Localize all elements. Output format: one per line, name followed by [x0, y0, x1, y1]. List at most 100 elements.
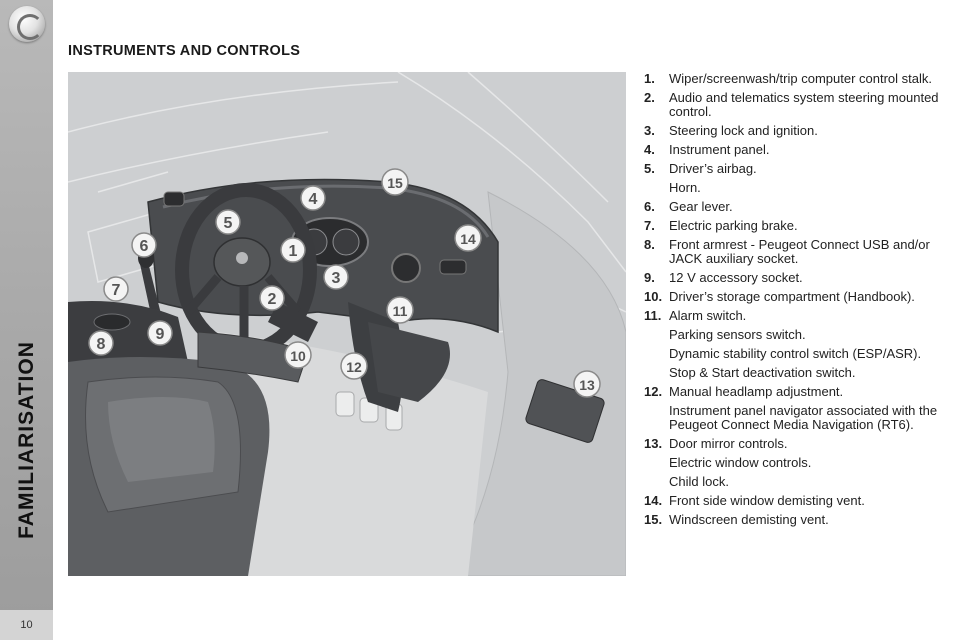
legend-text: Dynamic stability control switch (ESP/AS…	[669, 346, 922, 361]
callout-6-label: 6	[140, 238, 149, 255]
seat-texture	[108, 397, 215, 482]
callout-1-label: 1	[289, 243, 298, 260]
legend-text: Horn.	[669, 180, 701, 195]
legend-text: Manual headlamp adjustment.	[669, 384, 844, 399]
callout-5-label: 5	[224, 215, 233, 232]
page-title: INSTRUMENTS AND CONTROLS	[68, 43, 301, 59]
callout-4-label: 4	[309, 191, 318, 208]
legend-text: Electric parking brake.	[669, 218, 798, 233]
callout-11-label: 11	[393, 303, 408, 319]
section-label: FAMILIARISATION	[14, 341, 38, 539]
legend-item: 1. Wiper/screenwash/trip computer contro…	[644, 72, 944, 86]
legend-number: 6.	[644, 199, 655, 214]
legend-number: 14.	[644, 493, 663, 508]
legend-text: Parking sensors switch.	[669, 327, 806, 342]
callout-14-label: 14	[460, 231, 476, 247]
console-lower	[368, 322, 450, 402]
legend-text: Door mirror controls.	[669, 436, 788, 451]
callout-2: 2	[259, 285, 285, 311]
callout-10: 10	[284, 341, 312, 369]
legend-number: 11.	[644, 308, 662, 323]
legend-item: 9. 12 V accessory socket.	[644, 271, 944, 285]
legend-text: Windscreen demisting vent.	[669, 512, 829, 527]
legend-number: 4.	[644, 142, 655, 157]
legend-text: Stop & Start deactivation switch.	[669, 365, 856, 380]
callout-15-label: 15	[387, 175, 403, 191]
legend-number: 1.	[644, 71, 655, 86]
callout-7-label: 7	[112, 282, 121, 299]
legend-text: Front side window demisting vent.	[669, 493, 865, 508]
peugeot-badge-icon	[236, 252, 248, 264]
callout-2-label: 2	[268, 291, 277, 308]
cockpit-illustration: 1 2 3 4 5 6 7 8	[68, 72, 626, 576]
legend-text: Alarm switch.	[669, 308, 747, 323]
legend-number: 9.	[644, 270, 655, 285]
callout-10-label: 10	[290, 348, 306, 364]
legend-item: 15. Windscreen demisting vent.	[644, 513, 944, 527]
callout-4: 4	[300, 185, 326, 211]
gauge-right	[332, 228, 360, 256]
legend-text: Child lock.	[669, 474, 729, 489]
callout-12-label: 12	[346, 359, 362, 375]
callout-8-label: 8	[97, 336, 106, 353]
pedal-left	[335, 391, 355, 417]
legend-number: 3.	[644, 123, 655, 138]
storage-compartment	[197, 331, 309, 383]
legend-number: 12.	[644, 384, 663, 399]
callout-9: 9	[147, 320, 173, 346]
legend-number: 2.	[644, 90, 655, 105]
legend-number: 15.	[644, 512, 663, 527]
legend-item: 4. Instrument panel.	[644, 143, 944, 157]
cockpit-drawing: 1 2 3 4 5 6 7 8	[68, 72, 626, 576]
gear-lever	[140, 262, 163, 324]
right-air-vent	[391, 253, 421, 283]
callout-12: 12	[340, 352, 368, 380]
callout-8: 8	[88, 330, 114, 356]
legend-text: Electric window controls.	[669, 455, 812, 470]
legend-number: 13.	[644, 436, 663, 451]
callout-15: 15	[381, 168, 409, 196]
callout-7: 7	[103, 276, 129, 302]
legend-text: Driver’s airbag.	[669, 161, 757, 176]
legend-item: 11. Alarm switch. Parking sensors switch…	[644, 309, 944, 380]
cup-holder	[93, 313, 131, 331]
legend-item: 8. Front armrest - Peugeot Connect USB a…	[644, 238, 944, 266]
legend-text: Instrument panel.	[669, 142, 770, 157]
legend-number: 10.	[644, 289, 663, 304]
page-number-text: 10	[20, 619, 33, 631]
callout-1: 1	[280, 237, 306, 263]
legend-text: Instrument panel navigator associated wi…	[669, 403, 938, 432]
callout-3: 3	[323, 264, 349, 290]
legend-text: Driver’s storage compartment (Handbook).	[669, 289, 915, 304]
brand-logo-icon	[9, 6, 45, 42]
legend-text: Audio and telematics system steering mou…	[669, 90, 939, 119]
page-number: 10	[0, 610, 53, 640]
legend-number: 7.	[644, 218, 655, 233]
legend-item: 10. Driver’s storage compartment (Handbo…	[644, 290, 944, 304]
legend-item: 3. Steering lock and ignition.	[644, 124, 944, 138]
legend-text: Gear lever.	[669, 199, 733, 214]
legend-text: 12 V accessory socket.	[669, 270, 803, 285]
legend-number: 5.	[644, 161, 655, 176]
legend-text: Wiper/screenwash/trip computer control s…	[669, 71, 932, 86]
legend-text: Steering lock and ignition.	[669, 123, 818, 138]
legend-item: 13. Door mirror controls. Electric windo…	[644, 437, 944, 489]
steering-column	[268, 302, 318, 342]
legend-item: 5. Driver’s airbag. Horn.	[644, 162, 944, 195]
legend-item: 7. Electric parking brake.	[644, 219, 944, 233]
legend-item: 14. Front side window demisting vent.	[644, 494, 944, 508]
callout-9-label: 9	[156, 326, 165, 343]
callout-3-label: 3	[332, 270, 341, 287]
callout-6: 6	[131, 232, 157, 258]
callout-13-label: 13	[579, 377, 595, 393]
side-vent	[439, 259, 467, 275]
legend-text: Front armrest - Peugeot Connect USB and/…	[669, 237, 930, 266]
callout-14: 14	[454, 224, 482, 252]
legend-item: 12. Manual headlamp adjustment. Instrume…	[644, 385, 944, 432]
left-air-vent	[163, 191, 185, 207]
legend-item: 6. Gear lever.	[644, 200, 944, 214]
callout-11: 11	[386, 296, 414, 324]
callout-13: 13	[573, 370, 601, 398]
legend-list: 1. Wiper/screenwash/trip computer contro…	[644, 72, 944, 532]
sidebar: FAMILIARISATION 10	[0, 0, 53, 640]
